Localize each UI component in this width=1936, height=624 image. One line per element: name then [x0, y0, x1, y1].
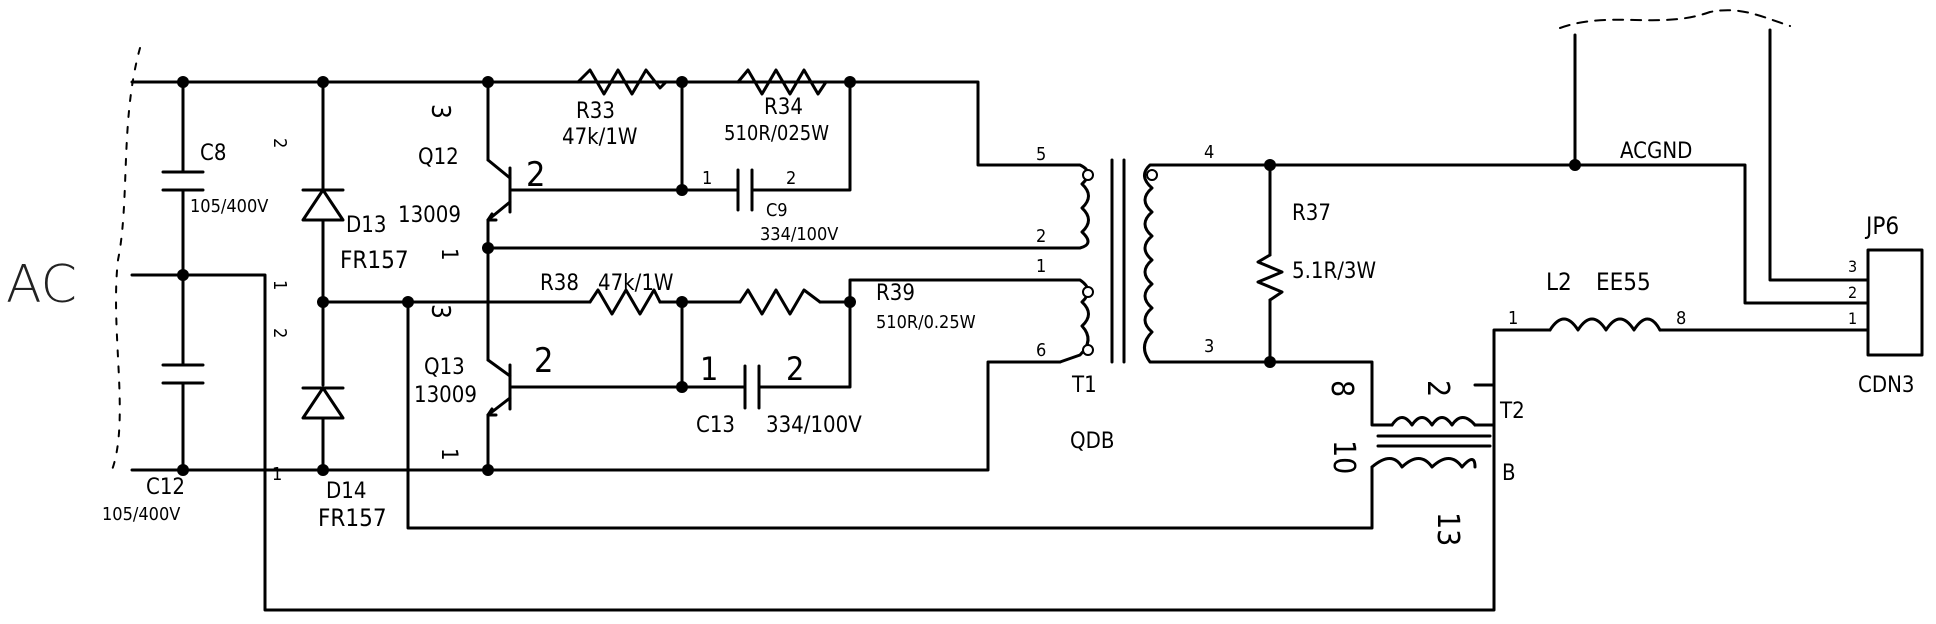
- capacitor-c13: [736, 364, 768, 410]
- r37-value: 5.1R/3W: [1292, 259, 1376, 284]
- r37-ref: R37: [1292, 201, 1331, 226]
- transistor-q13: [486, 358, 512, 417]
- r34-ref: R34: [764, 95, 803, 120]
- resistor-r33: [576, 68, 668, 96]
- q13-pin-b: 2: [534, 341, 553, 381]
- transformer-t2: [1370, 416, 1492, 469]
- c13-pin1: 1: [700, 350, 718, 388]
- jp6-value: CDN3: [1858, 373, 1914, 398]
- t2-pin-b: B: [1502, 461, 1516, 486]
- jp6-pin-3: 3: [1848, 257, 1857, 276]
- t1-pin-2: 2: [1036, 226, 1046, 247]
- component-labels: C8 105/400V 2 C12 105/400V 1 2 1 D13 FR1…: [102, 95, 1914, 546]
- net-acgnd: ACGND: [1620, 139, 1692, 164]
- t1-value: QDB: [1070, 429, 1114, 454]
- d13-value: FR157: [340, 246, 409, 274]
- r39-value: 510R/0.25W: [876, 312, 976, 333]
- jp6-pin-2: 2: [1848, 283, 1857, 302]
- d13-ref: D13: [346, 213, 386, 238]
- q13-value: 13009: [414, 383, 477, 408]
- c9-ref: C9: [766, 200, 788, 221]
- r33-value: 47k/1W: [562, 125, 637, 150]
- l2-pin1: 1: [1508, 308, 1518, 329]
- c12-value: 105/400V: [102, 504, 180, 525]
- diode-d14: [301, 386, 345, 420]
- wires: [130, 28, 1870, 612]
- top-break-line: [1559, 9, 1791, 29]
- q12-value: 13009: [398, 203, 461, 228]
- q12-ref: Q12: [418, 145, 459, 170]
- t1-pin-6: 6: [1036, 340, 1046, 361]
- r38-value: 47k/1W: [598, 271, 673, 296]
- c8-ref: C8: [200, 141, 226, 166]
- l2-ref: L2: [1546, 268, 1572, 296]
- diode-d13: [301, 188, 345, 222]
- c13-pin2: 2: [786, 350, 804, 388]
- resistor-r39: [738, 288, 822, 316]
- r33-ref: R33: [576, 99, 615, 124]
- ac-label: AC: [6, 255, 77, 315]
- c8-pin2: 2: [269, 138, 290, 148]
- capacitor-c8: [161, 170, 205, 192]
- q12-pin-e: 1: [436, 248, 461, 261]
- q12-pin-b: 2: [526, 155, 545, 195]
- q13-pin-e: 1: [436, 448, 461, 461]
- t2-pin-2: 2: [1420, 380, 1455, 397]
- connector-jp6: [1866, 248, 1924, 357]
- resistor-r38: [588, 288, 662, 316]
- resistor-r34: [736, 68, 828, 96]
- t2-pin-10: 10: [1326, 440, 1361, 474]
- c13-ref: C13: [696, 413, 735, 438]
- inductor-l2: [1548, 317, 1662, 332]
- left-break-line: [111, 47, 141, 471]
- c9-pin1: 1: [702, 168, 712, 189]
- capacitor-c12: [161, 363, 205, 385]
- r34-value: 510R/025W: [724, 121, 829, 145]
- t2-ref: T2: [1499, 399, 1525, 424]
- t1-pin-5: 5: [1036, 144, 1046, 165]
- l2-value: EE55: [1596, 268, 1651, 296]
- t2-pin-8: 8: [1324, 380, 1359, 397]
- q13-ref: Q13: [424, 355, 465, 380]
- transistor-q12: [486, 158, 512, 222]
- l2-pin8: 8: [1676, 308, 1686, 329]
- r39-ref: R39: [876, 281, 915, 306]
- jp6-pin-1: 1: [1848, 309, 1857, 328]
- t1-ref: T1: [1071, 373, 1097, 398]
- t1-pin-3: 3: [1204, 336, 1214, 357]
- d14-ref: D14: [326, 479, 366, 504]
- resistor-r37: [1256, 253, 1284, 302]
- q12-pin-c: 3: [425, 104, 455, 119]
- capacitor-c9: [728, 168, 762, 212]
- c12-ref: C12: [146, 475, 185, 500]
- c9-pin2: 2: [786, 168, 796, 189]
- jp6-ref: JP6: [1864, 212, 1899, 240]
- c13-value: 334/100V: [766, 413, 862, 438]
- c8-value: 105/400V: [190, 196, 268, 217]
- transformer-t1: [1058, 158, 1170, 364]
- c12-pin1: 1: [272, 464, 282, 485]
- c9-value: 334/100V: [760, 224, 838, 245]
- junction-dots: [177, 76, 1581, 476]
- c12-pin1-top: 1: [269, 280, 290, 290]
- t2-pin-13: 13: [1430, 512, 1465, 546]
- q13-pin-c: 3: [425, 304, 455, 319]
- c12-pin2: 2: [269, 328, 290, 338]
- t1-pin-1: 1: [1036, 256, 1046, 277]
- d14-value: FR157: [318, 504, 387, 532]
- t1-pin-4: 4: [1204, 142, 1214, 163]
- r38-ref: R38: [540, 271, 579, 296]
